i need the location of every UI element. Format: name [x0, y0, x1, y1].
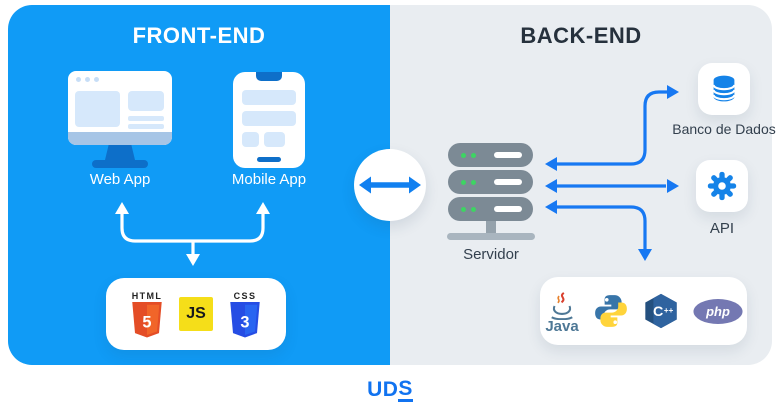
- mobile-app-phone-icon: [233, 72, 305, 168]
- java-coffee-cup-icon: [551, 291, 573, 320]
- server-unit: [448, 143, 533, 167]
- php-wordmark: php: [705, 304, 730, 319]
- server-unit: [448, 197, 533, 221]
- phone-notch: [256, 72, 282, 81]
- mobile-app-label: Mobile App: [231, 171, 307, 188]
- led-icon: [471, 152, 476, 158]
- java-wordmark: Java: [545, 317, 579, 335]
- led-icon: [461, 206, 466, 212]
- server-slot: [494, 206, 522, 212]
- css3-caption: CSS: [233, 290, 257, 301]
- cpp-letter: C: [653, 304, 663, 320]
- web-app-monitor-icon: [68, 71, 172, 173]
- browser-dot-icon: [85, 77, 90, 82]
- backend-title: BACK-END: [520, 23, 642, 48]
- led-icon: [461, 152, 466, 158]
- html5-caption: HTML: [131, 290, 163, 301]
- python-logo: [595, 295, 627, 327]
- frontend-backend-exchange-circle: [354, 149, 426, 221]
- server-stand: [486, 221, 496, 234]
- server-label: Servidor: [463, 246, 519, 263]
- server-base: [447, 233, 535, 240]
- content-block: [128, 91, 164, 111]
- uds-logo: UD S: [367, 378, 413, 402]
- led-icon: [471, 179, 476, 185]
- api-label: API: [709, 220, 735, 237]
- frontend-title: FRONT-END: [132, 23, 266, 48]
- server-stack-icon: [447, 143, 535, 240]
- browser-dot-icon: [76, 77, 81, 82]
- backend-languages-box: Java C ++ php: [540, 277, 747, 345]
- led-icon: [461, 179, 466, 185]
- content-block: [242, 111, 296, 126]
- web-app-label: Web App: [89, 171, 151, 188]
- database-label: Banco de Dados: [672, 121, 776, 137]
- content-block: [264, 132, 285, 147]
- css3-shield-icon: 3: [230, 301, 260, 337]
- java-logo: Java: [544, 291, 580, 335]
- content-block: [242, 132, 259, 147]
- double-headed-arrow-icon: [359, 176, 421, 194]
- footer: UD S: [0, 378, 780, 402]
- monitor-screen: [68, 71, 172, 145]
- gear-icon: [707, 171, 737, 201]
- database-tile: [698, 63, 750, 115]
- svg-text:5: 5: [142, 313, 151, 331]
- html5-logo: HTML 5: [130, 291, 164, 338]
- monitor-bottom-bar: [68, 132, 172, 145]
- cpp-plus: ++: [664, 306, 674, 315]
- uds-logo-prefix: UD: [367, 378, 399, 401]
- browser-dot-icon: [94, 77, 99, 82]
- css3-logo: CSS 3: [228, 291, 262, 338]
- content-line: [128, 124, 164, 129]
- frontend-tech-box: HTML 5 JS CSS 3: [106, 278, 286, 350]
- server-slot: [494, 152, 522, 158]
- server-unit: [448, 170, 533, 194]
- monitor-stand-neck: [105, 145, 135, 160]
- api-tile: [696, 160, 748, 212]
- server-slot: [494, 179, 522, 185]
- cpp-logo: C ++: [645, 293, 677, 329]
- uds-logo-underlined-letter: S: [398, 377, 413, 402]
- html5-shield-icon: 5: [132, 301, 162, 337]
- javascript-logo: JS: [179, 297, 213, 331]
- phone-home-indicator: [257, 157, 281, 162]
- content-block: [242, 90, 296, 105]
- svg-text:3: 3: [240, 313, 249, 331]
- content-line: [128, 116, 164, 121]
- led-icon: [471, 206, 476, 212]
- php-logo: php: [693, 298, 743, 324]
- monitor-stand-base: [92, 160, 148, 168]
- database-icon: [712, 75, 736, 102]
- content-block: [75, 91, 120, 127]
